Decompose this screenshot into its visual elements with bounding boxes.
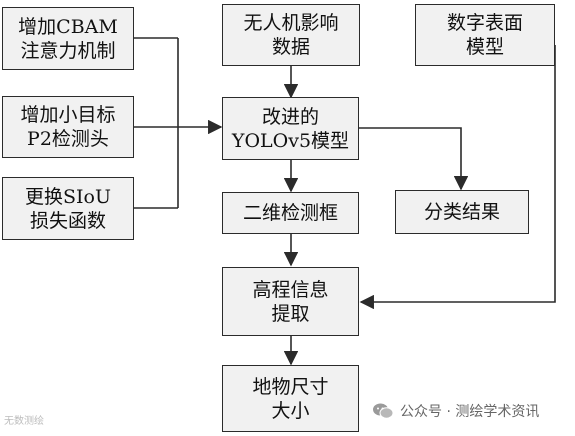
box-height-extraction: 高程信息 提取	[222, 267, 359, 336]
arrow-yolo-cls	[359, 127, 469, 191]
box-object-size: 地物尺寸 大小	[222, 365, 359, 432]
box-dsm: 数字表面 模型	[415, 4, 555, 66]
box-yolo: 改进的 YOLOv5模型	[222, 97, 359, 160]
box-uav-data: 无人机影响 数据	[222, 4, 360, 66]
box-2d-detection: 二维检测框	[222, 192, 359, 234]
box-classification: 分类结果	[395, 190, 529, 234]
watermark-left: 无数测绘	[4, 416, 44, 427]
box-p2: 增加小目标 P2检测头	[2, 96, 134, 158]
box-siou: 更换SIoU 损失函数	[2, 177, 134, 240]
watermark-right: 公众号 · 测绘学术资讯	[372, 401, 539, 421]
box-cbam: 增加CBAM 注意力机制	[2, 7, 134, 70]
arrow-dsm-height	[359, 45, 556, 310]
wechat-icon	[373, 403, 394, 419]
